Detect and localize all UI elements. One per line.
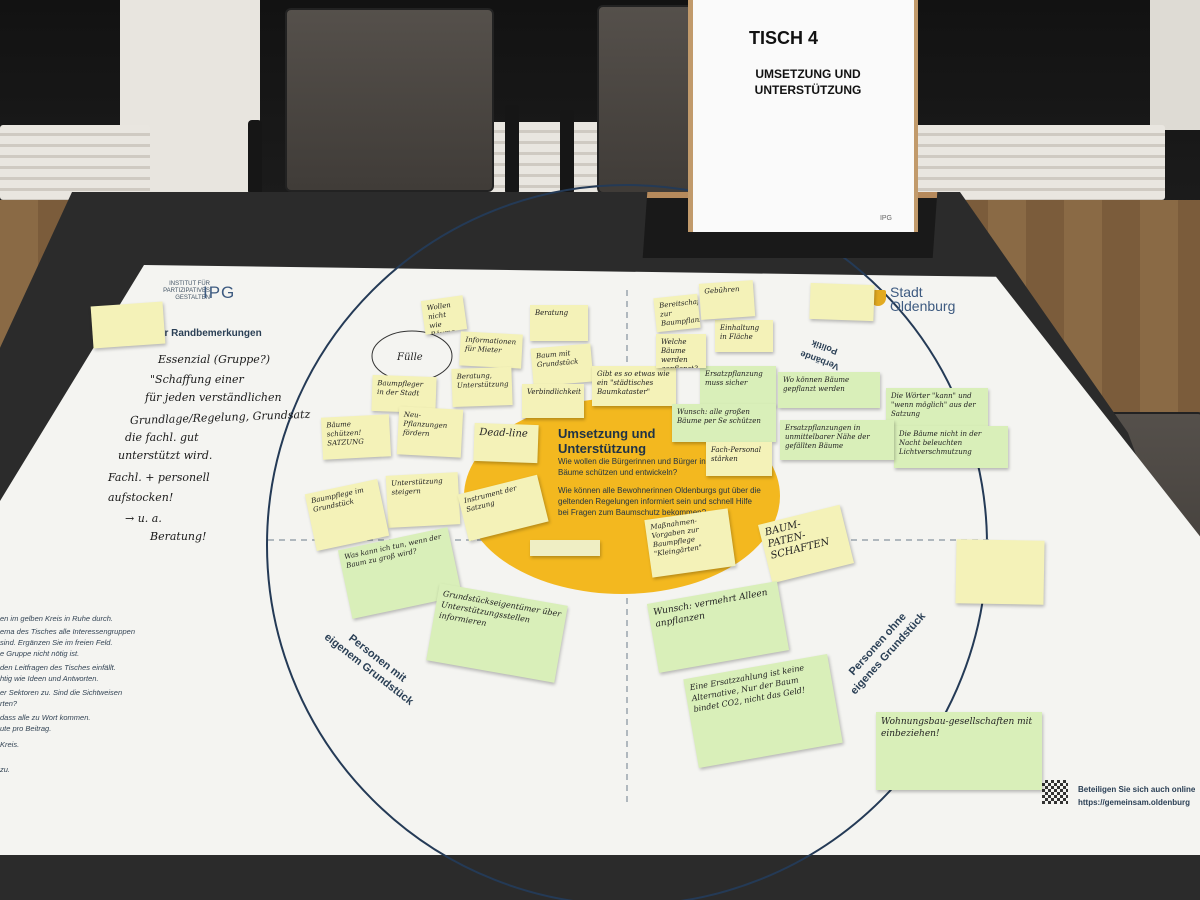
blank-sticky-pad bbox=[955, 539, 1045, 605]
instruction-line: rten? bbox=[0, 699, 18, 708]
blank-sticky-pad bbox=[809, 282, 875, 322]
handwritten-line: aufstocken! bbox=[108, 491, 174, 504]
city-logo: Stadt Oldenburg bbox=[890, 284, 956, 314]
handwritten-line: → u. a. bbox=[125, 512, 162, 525]
org-small-text: INSTITUT FÜR PARTIZIPATIVES GESTALTEN bbox=[163, 281, 210, 301]
instruction-line: en im gelben Kreis in Ruhe durch. bbox=[0, 614, 113, 623]
qr-code-icon bbox=[1042, 780, 1068, 804]
sticky-note: Bäume schützen! SATZUNG bbox=[320, 414, 392, 460]
center-question-2: Wie können alle Bewohnerinnen Oldenburgs… bbox=[558, 486, 761, 517]
chair-right-armrest bbox=[560, 110, 574, 195]
sticky-note: Verbindlichkeit bbox=[522, 384, 584, 418]
radiator-left bbox=[0, 125, 150, 200]
sign-title: TISCH 4 bbox=[749, 28, 819, 48]
instruction-line: zu. bbox=[0, 765, 11, 774]
sticky-note: Wunsch: alle großen Bäume per Se schütze… bbox=[672, 404, 776, 442]
svg-text:Fülle: Fülle bbox=[396, 352, 423, 363]
sticky-note: Bereitschaft zur Baumpflanzung bbox=[653, 293, 701, 333]
sticky-note: Die Wörter "kann" und "wenn möglich" aus… bbox=[886, 388, 988, 428]
handwritten-line: Fachl. + personell bbox=[108, 471, 210, 484]
sticky-note: Ersatzpflanzungen in unmittelbarer Nähe … bbox=[780, 420, 894, 460]
sticky-note: Neu-Pflanzungen fördern bbox=[396, 406, 464, 458]
sticky-note: Beratung bbox=[530, 305, 588, 341]
handwritten-line: die fachl. gut bbox=[125, 431, 199, 444]
instruction-line: den Leitfragen des Tisches einfällt. bbox=[0, 663, 116, 672]
chair-left-armrest bbox=[248, 120, 262, 195]
instruction-line: htig wie Ideen und Antworten. bbox=[0, 674, 99, 683]
handwritten-line: Beratung! bbox=[150, 530, 207, 543]
center-question-1: Wie wollen die Bürgerinnen und Bürger in… bbox=[558, 457, 761, 477]
blank-sticky-pad bbox=[90, 301, 166, 349]
sticky-note: Unterstützung steigern bbox=[385, 472, 461, 528]
sticky-note: Gebühren bbox=[698, 280, 756, 320]
online-call-to-action: Beteiligen Sie sich auch online https://… bbox=[1078, 783, 1195, 809]
table-sign: TISCH 4 UMSETZUNG UND UNTERSTÜTZUNG IPG bbox=[688, 0, 918, 232]
sticky-note: Fach-Personal stärken bbox=[706, 442, 772, 476]
sticky-note: Dead-line bbox=[473, 422, 539, 464]
sticky-note: Wo können Bäume gepflanzt werden bbox=[778, 372, 880, 408]
center-title: Umsetzung und Unterstützung bbox=[558, 426, 656, 456]
handwritten-line: Essenzial (Gruppe?) bbox=[158, 353, 271, 366]
sign-logo: IPG bbox=[879, 215, 892, 222]
org-logo: IPG bbox=[203, 283, 236, 302]
instruction-line: er Sektoren zu. Sind die Sichtweisen bbox=[0, 688, 123, 697]
cta-line-2: https://gemeinsam.oldenburg bbox=[1078, 798, 1191, 807]
chair-left bbox=[285, 8, 494, 192]
sticky-note: Welche Bäume werden gepflanzt? bbox=[656, 334, 706, 368]
radiator-right bbox=[900, 125, 1165, 200]
blank-sticky-pad bbox=[530, 540, 600, 556]
sticky-note: Wohnungsbau-gesellschaften mit einbezieh… bbox=[876, 712, 1042, 790]
sticky-note: Informationen für Mieter bbox=[459, 331, 523, 369]
handwritten-line: "Schaffung einer bbox=[150, 373, 244, 386]
instruction-line: Kreis. bbox=[0, 740, 20, 749]
instruction-line: e Gruppe nicht nötig ist. bbox=[0, 649, 80, 658]
sticky-note: Maßnahmen-Vorgaben zur Baumpflege "Klein… bbox=[644, 508, 736, 578]
cta-line-1: Beteiligen Sie sich auch online bbox=[1078, 785, 1196, 794]
sign-subtitle: UMSETZUNG UND UNTERSTÜTZUNG bbox=[754, 67, 862, 97]
sticky-note: Gibt es so etwas wie ein "städtisches Ba… bbox=[592, 366, 676, 406]
window-frame bbox=[1150, 0, 1200, 130]
sticky-note: Beratung, Unterstützung bbox=[451, 366, 513, 408]
instruction-line: dass alle zu Wort kommen. bbox=[0, 713, 91, 722]
instruction-line: ute pro Beitrag. bbox=[0, 724, 52, 733]
sticky-note: Ersatzpflanzung muss sicher bbox=[700, 366, 776, 406]
sticky-note: Einhaltung in Fläche bbox=[715, 320, 773, 352]
sticky-note: Die Bäume nicht in der Nacht beleuchten … bbox=[894, 426, 1008, 468]
margin-heading: für Randbemerkungen bbox=[155, 328, 262, 339]
chair-left-armrest-2 bbox=[505, 105, 519, 195]
handwritten-line: für jeden verständlichen bbox=[145, 391, 282, 404]
sticky-note: Baum mit Grundstück bbox=[530, 343, 594, 387]
handwritten-line: unterstützt wird. bbox=[118, 449, 213, 462]
sticky-note: Wollen nicht wie Bäume bbox=[420, 295, 468, 335]
instruction-line: sind. Ergänzen Sie im freien Feld. bbox=[0, 638, 113, 647]
instruction-line: ema des Tisches alle Interessengruppen bbox=[0, 627, 136, 636]
